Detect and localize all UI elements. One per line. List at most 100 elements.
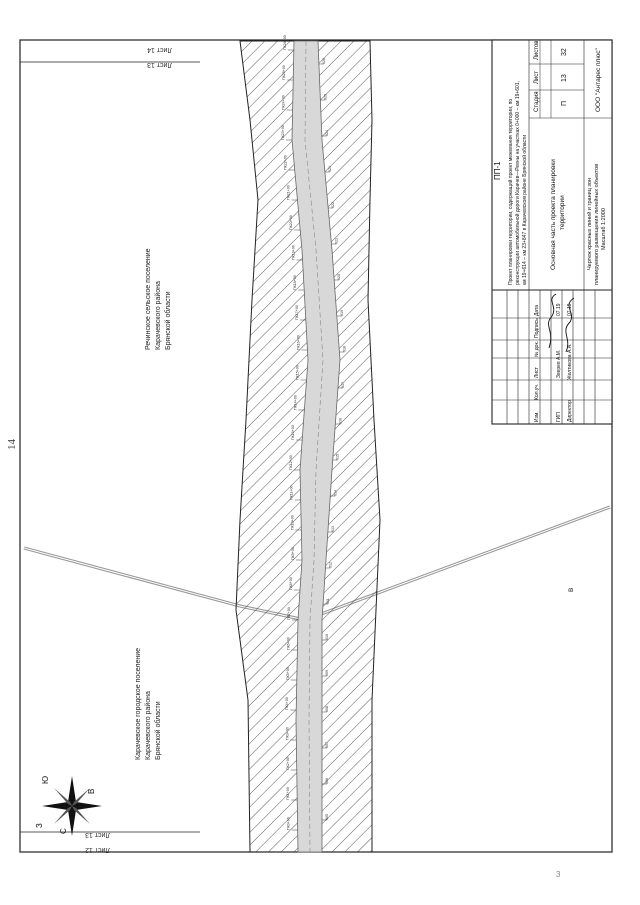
chainage-right-label: 617 — [341, 382, 345, 388]
chainage-right-label: 610 — [325, 634, 329, 640]
settlement-lower-line1: Карачевское городское поселение — [135, 648, 142, 760]
settlement-upper-line3: Брянской области — [164, 291, 172, 350]
settlement-upper-label: Речинское сельское поселение Карачевског… — [145, 248, 172, 350]
chainage-right-label: 621 — [334, 238, 338, 244]
chainage-left-label: ПК9+00 — [291, 547, 295, 560]
svg-text:в: в — [566, 588, 575, 592]
chainage-left-label: ПК18+00 — [293, 275, 297, 290]
person-2-name: Желтикова А.А. — [567, 344, 573, 380]
chainage-left-label: ПК0+00 — [287, 817, 291, 830]
chainage-right-label: 608 — [325, 706, 329, 712]
sheet-label-top-right: Лист 14 — [147, 46, 172, 53]
settlement-lower-line2: Карачевского района — [144, 691, 152, 760]
drawing-title-line1: Чертеж красных линий и границ зон — [586, 178, 593, 270]
settlement-lower-line3: Брянской области — [154, 701, 162, 760]
chainage-right-group: 605 606 607 608 609 610 611 612 613 614 615 616 617 6… — [318, 58, 346, 821]
chainage-left-label: ПК6+00 — [286, 637, 290, 650]
drawing-title-line2: планируемого размещения линейных объекто… — [593, 164, 600, 285]
chainage-left-label: ПК5+00 — [286, 667, 290, 680]
chainage-left-label: ПК10+00 — [290, 515, 294, 530]
chainage-left-label: ПК1+00 — [286, 787, 290, 800]
chainage-left-label: ПК7+00 — [287, 607, 291, 620]
compass-label-1: С — [59, 828, 68, 834]
project-description-line2: реконструкции автомобильной дороги Карач… — [514, 81, 521, 285]
chainage-left-label: ПК14+00 — [293, 395, 297, 410]
col-header-4: № док. — [534, 341, 540, 357]
project-description-line3: км 19+614 – км 23+847 в Карачевском райо… — [521, 135, 528, 285]
settlement-upper-line2: Карачевского района — [154, 281, 162, 350]
chainage-left-label: ПК4+00 — [285, 697, 289, 710]
header-stage: Стадия — [534, 92, 540, 112]
sheet-label-top-left: Лист 13 — [147, 61, 172, 68]
project-description-line1: Проект планировки территории, содержащий… — [507, 99, 514, 285]
sheet-label-bottom-right: Лист 12 — [85, 846, 110, 853]
main-road — [291, 40, 341, 853]
chainage-right-label: 619 — [340, 310, 344, 316]
settlement-lower-label: Карачевское городское поселение Карачевс… — [135, 648, 162, 760]
person-1-date: 07.19 — [556, 303, 562, 316]
compass-label-3: З — [35, 823, 44, 828]
chainage-right-label: 615 — [336, 454, 340, 460]
chainage-left-label: ПК23+00 — [281, 125, 285, 140]
value-sheets: 32 — [561, 48, 568, 56]
chainage-left-label: ПК15+00 — [296, 365, 300, 380]
chainage-right-label: 622 — [331, 202, 335, 208]
chainage-right-label: 613 — [331, 526, 335, 532]
chainage-right-label: 612 — [328, 562, 332, 568]
chainage-right-label: 605 — [325, 814, 329, 820]
person-1-name: Зверев А.М. — [556, 350, 562, 378]
person-1-role: ГИП — [556, 412, 562, 422]
section-title-line2: территории — [559, 195, 566, 230]
chainage-right-label: 607 — [325, 742, 329, 748]
value-sheet: 13 — [561, 74, 568, 82]
chainage-right-label: 626 — [322, 58, 326, 64]
chainage-left-label: ПК12+00 — [289, 455, 293, 470]
chainage-left-label: ПК25+00 — [282, 65, 286, 80]
person-2-role: Директор — [567, 400, 573, 422]
chainage-right-label: 623 — [328, 166, 332, 172]
chainage-left-label: ПК24+00 — [282, 95, 286, 110]
chainage-right-label: 611 — [326, 598, 330, 604]
chainage-left-label: ПК19+00 — [292, 245, 296, 260]
chainage-left-label: ПК22+00 — [284, 155, 288, 170]
chainage-right-label: 606 — [325, 778, 329, 784]
col-header-2: Кол.уч. — [534, 384, 540, 400]
chainage-left-group: ПК0+00 ПК1+00 ПК2+00 ПК3+00 ПК4+00 ПК5+00 ПК6+… — [281, 35, 308, 831]
chainage-left-label: ПК16+00 — [296, 335, 300, 350]
compass-label-2: Ю — [41, 776, 50, 784]
col-header-5: Подпись — [534, 318, 540, 338]
chainage-left-label: ПК8+00 — [289, 577, 293, 590]
chainage-right-label: 625 — [323, 94, 327, 100]
drawing-code: ПП-1 — [493, 161, 502, 180]
chainage-left-label: ПК3+00 — [285, 727, 289, 740]
value-stage: П — [561, 101, 568, 106]
chainage-left-label: ПК17+00 — [295, 305, 299, 320]
sheet-label-bottom-left: Лист 13 — [85, 831, 110, 838]
chainage-left-label: ПК13+00 — [291, 425, 295, 440]
compass-label-4: В — [87, 789, 96, 794]
header-sheets: Листов — [534, 41, 540, 61]
col-header-1: Изм. — [534, 411, 540, 422]
signature-2 — [565, 297, 575, 353]
chainage-left-label: ПК11+00 — [290, 485, 294, 500]
signature-1 — [548, 293, 557, 349]
chainage-right-label: 620 — [337, 274, 341, 280]
header-sheet: Лист — [534, 71, 540, 84]
chainage-right-label: 614 — [333, 490, 337, 496]
col-header-6: Дата — [534, 305, 540, 316]
col-header-3: Лист — [534, 366, 540, 378]
chainage-right-label: 609 — [325, 670, 329, 676]
chainage-right-label: 624 — [325, 130, 329, 136]
chainage-left-label: ПК20+00 — [289, 215, 293, 230]
chainage-left-label: ПК21+00 — [286, 185, 290, 200]
drawing-title-line3: Масштаб 1:2000 — [601, 208, 607, 250]
settlement-upper-line1: Речинское сельское поселение — [145, 248, 152, 350]
compass-rose-icon: С Ю З В — [35, 776, 102, 836]
chainage-left-label: ПК2+00 — [286, 757, 290, 770]
corner-mark: 3 — [556, 870, 561, 879]
chainage-right-label: 616 — [338, 418, 342, 424]
chainage-left-label: ПК26+00 — [283, 35, 287, 50]
chainage-right-label: 618 — [342, 346, 346, 352]
company-name: ООО "Антарес плюс" — [595, 48, 602, 112]
